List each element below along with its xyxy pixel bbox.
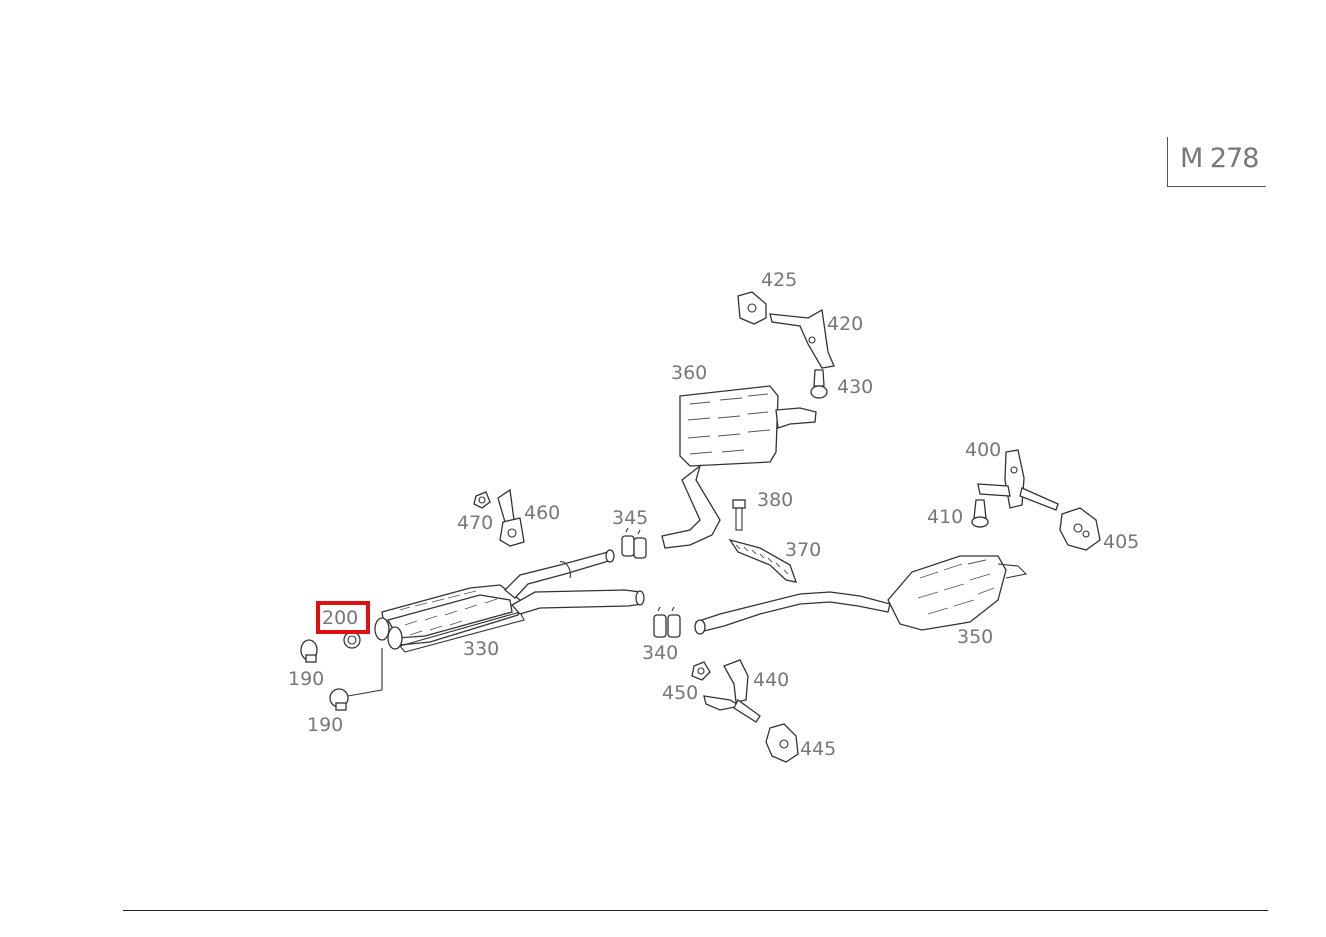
- part-425-rubber-mount[interactable]: [737, 291, 767, 325]
- label-460[interactable]: 460: [524, 502, 560, 524]
- part-470-nut[interactable]: [473, 491, 491, 509]
- part-430-screw[interactable]: [810, 369, 828, 399]
- label-360[interactable]: 360: [671, 362, 707, 384]
- label-330[interactable]: 330: [463, 638, 499, 660]
- bottom-divider: [123, 910, 1268, 911]
- label-410[interactable]: 410: [927, 506, 963, 528]
- part-350-muffler-lower[interactable]: [694, 555, 1028, 635]
- label-450[interactable]: 450: [662, 682, 698, 704]
- label-380[interactable]: 380: [757, 489, 793, 511]
- engine-code-box: M 278: [1167, 137, 1266, 187]
- part-190-clamp-lower[interactable]: [329, 688, 349, 711]
- label-445[interactable]: 445: [800, 738, 836, 760]
- part-445-rubber-mount[interactable]: [765, 723, 799, 763]
- label-370[interactable]: 370: [785, 539, 821, 561]
- part-405-rubber-mount[interactable]: [1059, 507, 1101, 551]
- label-400[interactable]: 400: [965, 439, 1001, 461]
- part-420-bracket[interactable]: [769, 308, 835, 369]
- part-330-catalytic-converter[interactable]: [374, 549, 645, 653]
- part-440-bracket[interactable]: [703, 659, 761, 723]
- part-380-bolt[interactable]: [732, 499, 746, 531]
- label-190-lower[interactable]: 190: [307, 714, 343, 736]
- label-425[interactable]: 425: [761, 269, 797, 291]
- label-420[interactable]: 420: [827, 313, 863, 335]
- part-190-clamp-upper[interactable]: [300, 639, 318, 663]
- part-200-seal[interactable]: [343, 631, 361, 649]
- highlight-box-200: [316, 601, 370, 634]
- part-460-hanger[interactable]: [497, 488, 525, 547]
- label-350[interactable]: 350: [957, 626, 993, 648]
- label-190-upper[interactable]: 190: [288, 668, 324, 690]
- label-345[interactable]: 345: [612, 507, 648, 529]
- part-370-heat-shield[interactable]: [728, 538, 797, 583]
- engine-code-label: M 278: [1180, 143, 1259, 174]
- leader-line-190: [347, 648, 383, 697]
- part-345-clamp[interactable]: [621, 527, 647, 559]
- part-340-clamp[interactable]: [653, 606, 681, 638]
- label-340[interactable]: 340: [642, 642, 678, 664]
- part-410-screw[interactable]: [971, 499, 989, 528]
- label-200[interactable]: 200: [322, 607, 358, 629]
- part-360-muffler-upper[interactable]: [661, 385, 817, 549]
- label-470[interactable]: 470: [457, 512, 493, 534]
- part-450-nut[interactable]: [691, 661, 711, 681]
- label-440[interactable]: 440: [753, 669, 789, 691]
- part-400-bracket[interactable]: [977, 449, 1059, 511]
- label-405[interactable]: 405: [1103, 531, 1139, 553]
- label-430[interactable]: 430: [837, 376, 873, 398]
